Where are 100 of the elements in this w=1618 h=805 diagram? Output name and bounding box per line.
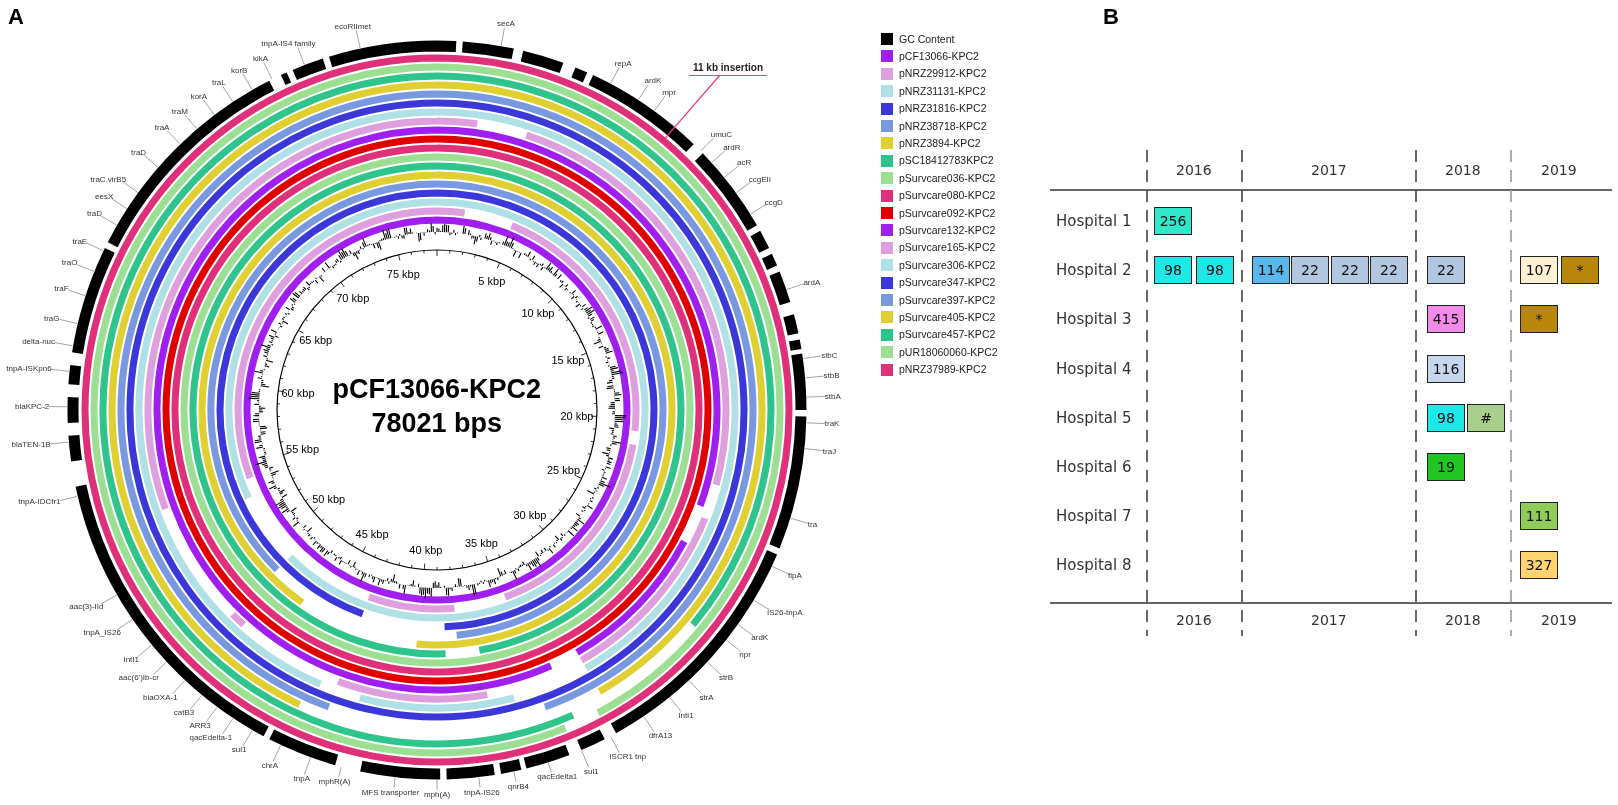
leader-line	[122, 181, 138, 193]
leader-line	[152, 662, 167, 675]
leader-line	[189, 695, 202, 710]
leader-line	[724, 165, 739, 178]
leader-line	[750, 204, 767, 215]
gene-label: tnpA-ISKpn6	[6, 364, 52, 374]
gene-label: ARR3	[189, 721, 211, 730]
gene-label: npr	[739, 649, 751, 659]
leader-line	[707, 662, 722, 675]
gene-label: eesX	[95, 191, 114, 201]
sequence-type-box: *	[1520, 305, 1558, 334]
leader-line	[54, 342, 73, 347]
leader-line	[167, 130, 181, 145]
gene-label: ardA	[803, 277, 821, 287]
scale-label: 50 kbp	[312, 492, 346, 505]
leader-line	[737, 624, 754, 636]
leader-line	[669, 697, 682, 712]
gene-label: IS26-tnpA	[767, 607, 803, 617]
legend-label: pSurvcare405-KPC2	[899, 310, 996, 323]
year-label: 2017	[1311, 162, 1347, 178]
sequence-type-box: *	[1561, 256, 1599, 285]
legend-label: pUR18060060-KPC2	[899, 345, 998, 358]
scale-label: 65 kbp	[299, 334, 333, 347]
scale-label: 40 kbp	[409, 543, 443, 556]
gene-label: traK	[824, 419, 840, 429]
sequence-type-box: 98	[1427, 403, 1465, 432]
scale-label: 45 kbp	[355, 528, 389, 540]
leader-line	[753, 600, 770, 611]
legend-label: pSurvcare165-KPC2	[899, 241, 996, 254]
gene-label: secA	[496, 18, 515, 28]
legend-label: pNRZ31131-KPC2	[899, 84, 986, 97]
scale-label: 70 kbp	[336, 292, 370, 305]
scale-label: 20 kbp	[560, 409, 594, 422]
sequence-type-box: 256	[1154, 207, 1192, 235]
gene-label: ardR	[723, 142, 741, 152]
leader-line	[786, 283, 805, 290]
year-label: 2016	[1176, 612, 1212, 628]
gene-label: qacEdelta1	[537, 772, 578, 782]
gene-label: mphR(A)	[318, 776, 351, 786]
gene-label: ISCR1 tnp	[609, 752, 647, 762]
leader-line	[356, 30, 361, 49]
gene-label: fipA	[788, 571, 802, 581]
gene-label: ardK	[751, 633, 769, 643]
gene-label: repA	[614, 58, 632, 68]
leader-line	[297, 47, 305, 65]
leader-line	[50, 369, 70, 372]
sequence-type-box: 107	[1520, 256, 1558, 285]
plasmid-title: 78021 bps	[371, 408, 503, 439]
hospital-label: Hospital 6	[1056, 458, 1132, 476]
leader-line	[338, 767, 342, 778]
leader-line	[59, 319, 78, 324]
gene-label: blaOXA-1	[142, 692, 178, 702]
hospital-label: Hospital 1	[1056, 212, 1132, 230]
sequence-type-box: 327	[1520, 551, 1558, 580]
leader-line	[242, 73, 253, 90]
gene-label: umuC	[710, 130, 733, 140]
gene-label: tnpA-IS26	[464, 787, 500, 797]
gene-label: traE	[72, 236, 88, 246]
leader-line	[711, 150, 726, 163]
gene-label: ecoRIImet	[334, 21, 372, 31]
leader-line	[436, 779, 438, 791]
gene-label: tnpA-IS4 family	[261, 39, 316, 49]
gene-label: traO	[61, 258, 78, 268]
gene-label: korA	[190, 92, 208, 102]
sequence-type-box: 22	[1370, 256, 1408, 285]
leader-line	[393, 777, 396, 788]
scale-label: 10 kbp	[521, 307, 555, 319]
gene-label: kikA	[253, 54, 269, 64]
gene-label: traJ	[822, 446, 837, 456]
legend-label: pCF13066-KPC2	[899, 49, 979, 62]
leader-line	[689, 680, 702, 695]
gene-label: ccgEII	[748, 174, 772, 184]
leader-line	[222, 86, 234, 102]
panel-letter: B	[1103, 4, 1119, 30]
gene-label: mph(A)	[424, 790, 451, 799]
gene-label: traD	[87, 209, 103, 219]
leader-line	[664, 74, 721, 139]
leader-line	[548, 762, 552, 773]
gene-label: korB	[231, 65, 248, 75]
hospital-label: Hospital 4	[1056, 359, 1132, 378]
leader-line	[100, 215, 117, 226]
gene-label: blaKPC-2	[15, 402, 50, 412]
leader-line	[205, 707, 218, 723]
legend-label: pSC18412783KPC2	[899, 154, 994, 167]
sequence-type-box: 415	[1427, 305, 1465, 334]
leader-line	[478, 777, 481, 788]
leader-line	[513, 771, 517, 782]
gene-label: traA	[154, 123, 170, 133]
leader-line	[304, 757, 311, 775]
legend-label: pSurvcare092-KPC2	[899, 206, 996, 219]
gene-label: ardK	[644, 76, 662, 86]
gene-label: delta-nuc	[22, 337, 56, 347]
gene-label: tra	[807, 520, 818, 530]
gene-label: sul1	[231, 745, 247, 755]
sequence-type-box: 19	[1427, 453, 1465, 481]
sequence-type-box: 114	[1252, 256, 1290, 285]
leader-line	[111, 198, 127, 209]
plasmid-title: pCF13066-KPC2	[332, 374, 542, 405]
legend-label: pNRZ3894-KPC2	[899, 136, 981, 149]
leader-line	[143, 155, 159, 168]
